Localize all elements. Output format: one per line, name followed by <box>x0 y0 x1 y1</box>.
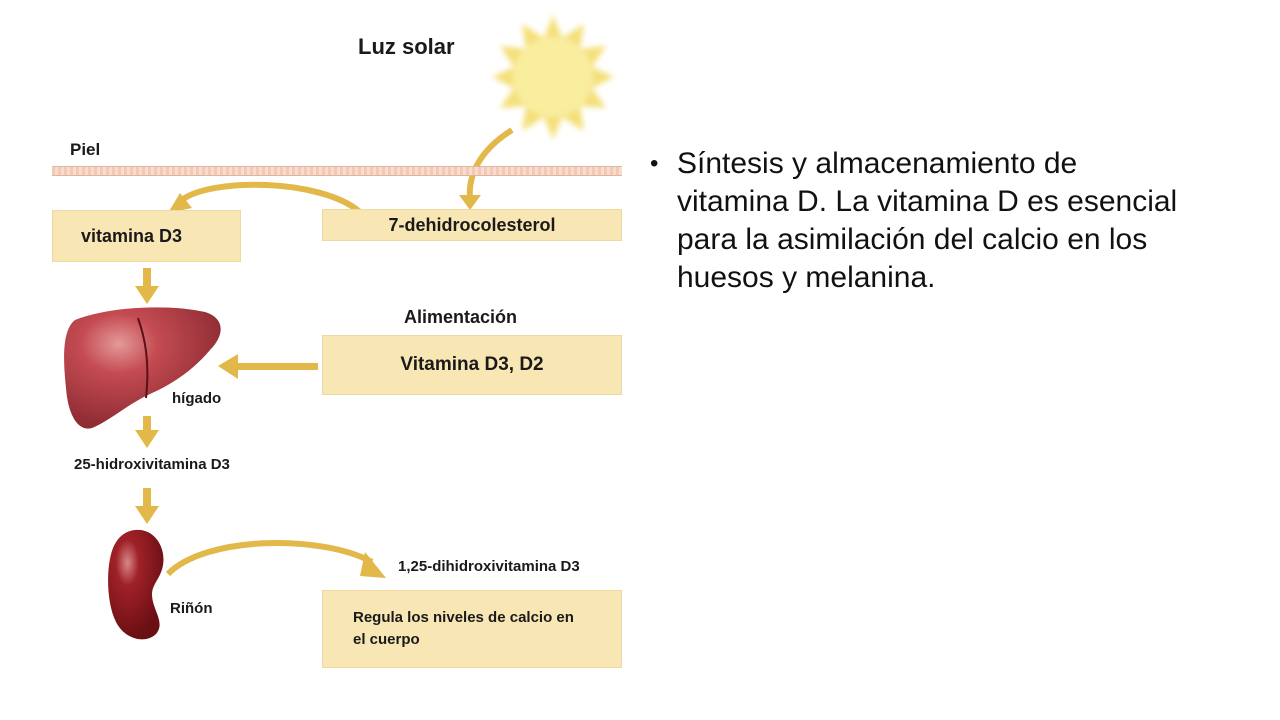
kidney-arrow <box>165 539 374 577</box>
regulates-text: Regula los niveles de calcio en el cuerp… <box>353 609 574 648</box>
down-arrow-3-head <box>135 506 159 524</box>
skin-layer <box>52 166 622 176</box>
skin-label: Piel <box>70 140 101 159</box>
down-arrow-2-shaft <box>143 416 151 432</box>
vitamin-d3-box: vitamina D3 <box>52 210 241 262</box>
diet-box: Vitamina D3, D2 <box>322 335 622 395</box>
bullet-text: Síntesis y almacenamiento de vitamina D.… <box>677 147 1178 294</box>
dihydroxy-label: 1,25-dihidroxivitamina D3 <box>398 558 580 575</box>
kidney-icon <box>108 529 164 640</box>
diet-label: Alimentación <box>404 307 518 327</box>
liver-icon <box>64 307 221 429</box>
kidney-label: Riñón <box>170 600 213 617</box>
diet-text: Vitamina D3, D2 <box>400 354 544 375</box>
regulates-box: Regula los niveles de calcio en el cuerp… <box>322 590 622 668</box>
hydroxy-label: 25-hidroxivitamina D3 <box>74 456 230 473</box>
conversion-arrow <box>180 181 362 215</box>
liver-label: hígado <box>172 390 222 407</box>
down-arrow-3-shaft <box>143 488 151 508</box>
down-arrow-1-head <box>135 286 159 304</box>
diet-arrow-shaft <box>236 363 318 370</box>
sunlight-arrowhead <box>459 195 481 210</box>
diagram-canvas <box>64 15 614 640</box>
dehydrocholesterol-text: 7-dehidrocolesterol <box>388 214 556 235</box>
kidney-arrowhead <box>360 552 386 578</box>
diet-arrow-head <box>218 354 238 379</box>
down-arrow-1-shaft <box>143 268 151 288</box>
sunlight-label: Luz solar <box>358 34 455 59</box>
vitamin-d3-text: vitamina D3 <box>81 225 183 246</box>
dehydrocholesterol-box: 7-dehidrocolesterol <box>322 209 622 241</box>
sunlight-arrow <box>466 127 514 199</box>
sun-icon <box>492 15 614 140</box>
conversion-arrowhead <box>168 193 192 213</box>
down-arrow-2-head <box>135 430 159 448</box>
bullet-marker: • <box>650 150 659 177</box>
